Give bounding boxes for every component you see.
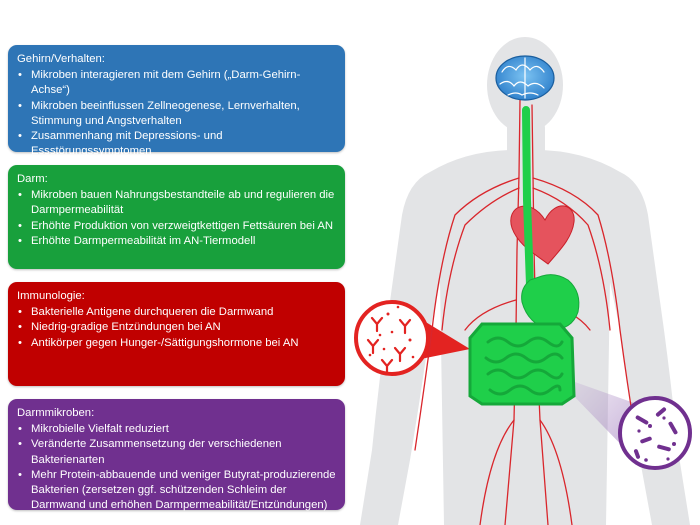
immunology-item-2: Niedrig-gradige Entzündungen bei AN bbox=[17, 320, 337, 335]
microbes-box-list: Mikrobielle Vielfalt reduziert Verändert… bbox=[17, 422, 337, 513]
immunology-box: Immunologie: Bakterielle Antigene durchq… bbox=[8, 282, 345, 386]
brain-item-3: Zusammenhang mit Depressions- und Essstö… bbox=[17, 129, 337, 159]
gut-microbes-box: Darmmikroben: Mikrobielle Vielfalt reduz… bbox=[8, 399, 345, 513]
blood-vessels bbox=[414, 99, 639, 525]
stomach-icon bbox=[521, 274, 580, 331]
microbes-item-1: Mikrobielle Vielfalt reduziert bbox=[17, 422, 337, 437]
brain-behavior-box: Gehirn/Verhalten: Mikroben interagieren … bbox=[8, 45, 345, 157]
bacteria-bubble-icon bbox=[618, 396, 692, 470]
brain-icon bbox=[495, 55, 555, 101]
brain-item-2: Mikroben beeinflussen Zellneogenese, Ler… bbox=[17, 99, 337, 129]
immunology-item-3: Antikörper gegen Hunger-/Sättigungshormo… bbox=[17, 336, 337, 351]
gut-box-title: Darm: bbox=[17, 173, 48, 185]
gut-item-2: Erhöhte Produktion von verzweigtkettigen… bbox=[17, 219, 337, 234]
immunology-box-title: Immunologie: bbox=[17, 290, 85, 302]
gut-item-1: Mikroben bauen Nahrungsbestandteile ab u… bbox=[17, 188, 337, 218]
brain-item-1: Mikroben interagieren mit dem Gehirn („D… bbox=[17, 68, 337, 98]
gut-box: Darm: Mikroben bauen Nahrungsbestandteil… bbox=[8, 165, 345, 269]
intestine-icon bbox=[468, 322, 576, 406]
microbes-item-2: Veränderte Zusammensetzung der verschied… bbox=[17, 437, 337, 467]
brain-box-title: Gehirn/Verhalten: bbox=[17, 53, 105, 65]
gut-item-3: Erhöhte Darmpermeabilität im AN-Tiermode… bbox=[17, 234, 337, 249]
microbes-box-title: Darmmikroben: bbox=[17, 407, 95, 419]
gut-box-list: Mikroben bauen Nahrungsbestandteile ab u… bbox=[17, 188, 337, 249]
immunology-box-list: Bakterielle Antigene durchqueren die Dar… bbox=[17, 305, 337, 351]
brain-box-list: Mikroben interagieren mit dem Gehirn („D… bbox=[17, 68, 337, 159]
antigen-bubble-icon bbox=[354, 300, 430, 376]
esophagus bbox=[522, 106, 534, 289]
immunology-item-1: Bakterielle Antigene durchqueren die Dar… bbox=[17, 305, 337, 320]
microbes-item-3: Mehr Protein-abbauende und weniger Butyr… bbox=[17, 468, 337, 514]
human-body-illustration bbox=[354, 37, 692, 525]
